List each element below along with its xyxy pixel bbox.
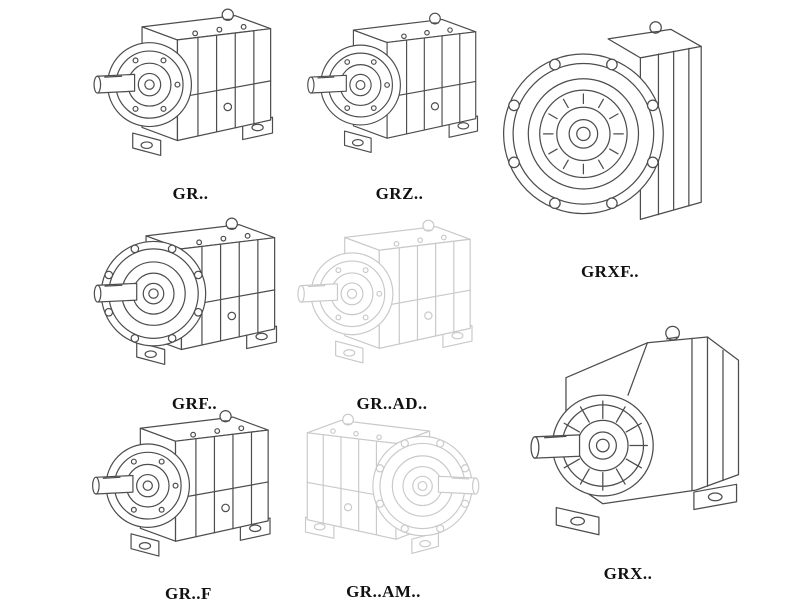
figure-gr-series: GR.. [88, 4, 293, 204]
gearbox-drawing-grf [92, 212, 297, 392]
figure-label-gr: GR.. [172, 184, 209, 203]
figure-label-gr-f: GR..F [165, 584, 212, 603]
gearbox-drawing-grx [502, 300, 754, 562]
figure-label-grz: GRZ.. [375, 184, 424, 203]
gearbox-drawing-gr-f [86, 406, 291, 582]
figure-grx-series: GRX.. [502, 300, 754, 584]
figure-label-grx: GRX.. [603, 564, 653, 583]
figure-label-gram: GR..AM.. [346, 582, 421, 601]
gearbox-drawing-grxf [496, 2, 724, 260]
figure-gram-series: GR..AM.. [286, 408, 481, 602]
figure-grf-foot-series: GR..F [86, 406, 291, 604]
figure-grxf-series: GRXF.. [496, 2, 724, 282]
gearbox-drawing-grz [302, 4, 497, 182]
gearbox-drawing-grad [292, 212, 492, 392]
figure-label-grf: GRF.. [171, 394, 218, 413]
figure-grf-series: GRF.. [92, 212, 297, 414]
gearbox-drawing-gram [286, 408, 481, 580]
figure-label-grad: GR..AD.. [356, 394, 428, 413]
gearbox-drawing-gr [88, 4, 293, 182]
figure-grad-series: GR..AD.. [292, 212, 492, 414]
figure-grz-series: GRZ.. [302, 4, 497, 204]
figure-label-grxf: GRXF.. [580, 262, 640, 281]
